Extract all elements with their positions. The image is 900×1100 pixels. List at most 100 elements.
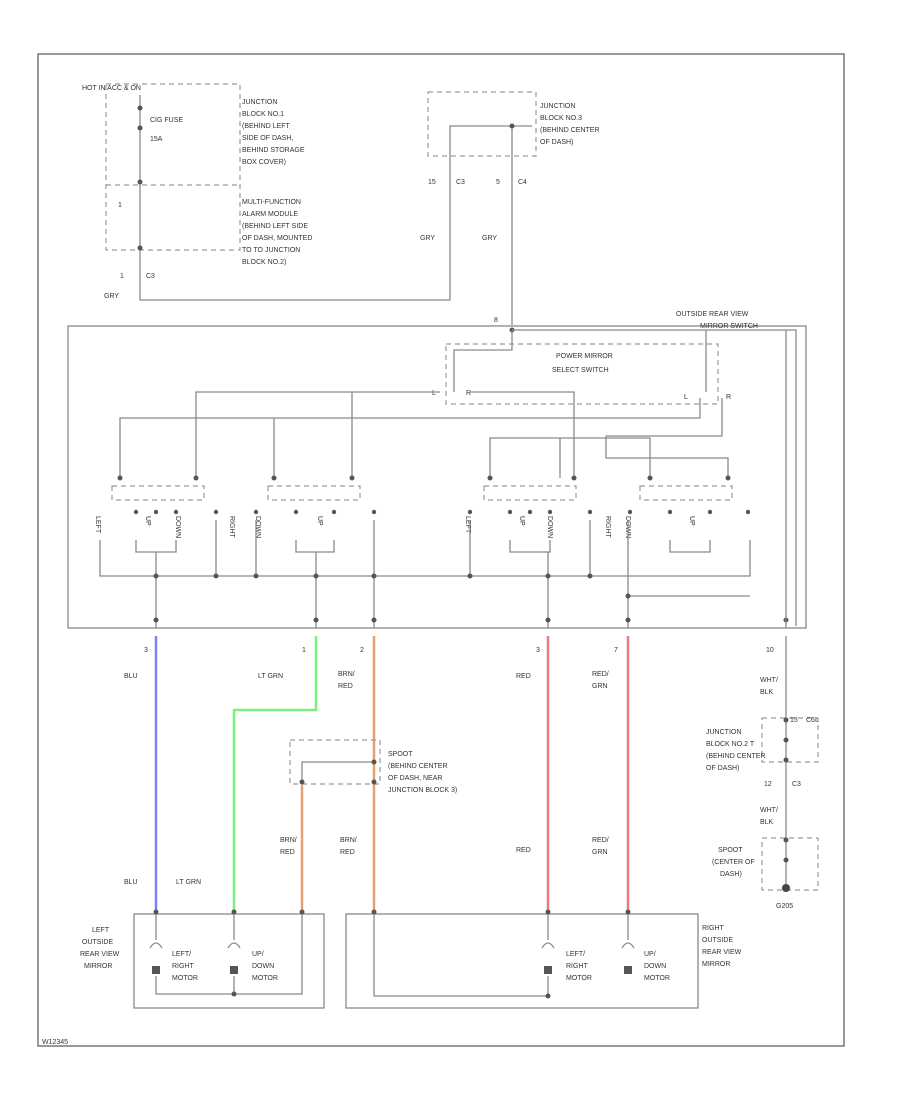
contact-dot: [271, 475, 277, 481]
jb2-text-0: JUNCTION: [706, 729, 741, 736]
out5-wire-0: RED/: [592, 671, 609, 678]
contact-tap: [295, 540, 335, 553]
lower-wire-brnred-mid-0: BRN/: [340, 837, 357, 844]
contact-label: UP: [316, 516, 323, 526]
out1-pin: 3: [144, 647, 148, 654]
right-mirror-label-3: MIRROR: [702, 961, 730, 968]
out6-wire-1: BLK: [760, 689, 774, 696]
right-motor2-1: DOWN: [644, 963, 666, 970]
left-motor1-0: LEFT/: [172, 951, 191, 958]
select-left-l: L: [432, 390, 436, 397]
fuse-feed-wire: [139, 95, 451, 301]
left-mirror-label-0: LEFT: [92, 927, 110, 934]
mfam-text-4: TO TO JUNCTION: [242, 247, 300, 254]
jb1-output-wire: GRY: [104, 293, 119, 300]
switch-ground-bus: [99, 540, 751, 577]
jb1-output-connector: C3: [146, 273, 155, 280]
jb2-text-1: BLOCK NO.2 T: [706, 741, 755, 748]
out5-pin: 7: [614, 647, 618, 654]
ground-symbol: [782, 884, 790, 892]
jb2-text-3: OF DASH): [706, 765, 739, 772]
out1-wire: BLU: [124, 673, 138, 680]
ground-splice-text-0: SPOOT: [718, 847, 743, 854]
ground-wire-1: BLK: [760, 819, 774, 826]
output-dot: [153, 617, 159, 623]
contact-dot: [627, 509, 633, 515]
left-motor2-coil: [227, 942, 241, 949]
splice-outline: [289, 739, 381, 785]
lower-wire-blu: BLU: [124, 879, 138, 886]
contact-group-3: [483, 485, 577, 501]
footer-code: W12345: [42, 1039, 68, 1046]
contact-dot: [745, 509, 751, 515]
left-motor1-1: RIGHT: [172, 963, 195, 970]
mfam-text-3: OF DASH, MOUNTED: [242, 235, 312, 242]
jb1-text-4: BEHIND STORAGE: [242, 147, 305, 154]
output-dot: [313, 617, 319, 623]
lower-wire-brnred-mid-1: RED: [340, 849, 355, 856]
out3-pin: 2: [360, 647, 364, 654]
module-terminal: [137, 179, 143, 185]
ground-splice-dot: [783, 857, 789, 863]
contact-dot: [507, 509, 513, 515]
wire-ltgrn: [232, 636, 318, 912]
junction-block-2-outline: [761, 717, 819, 763]
right-mirror-common-dot: [545, 993, 551, 999]
fuse-rating: 15A: [150, 136, 163, 143]
splice-dot: [299, 779, 305, 785]
jb2-text-2: (BEHIND CENTER: [706, 753, 766, 760]
left-mirror-housing: [133, 913, 325, 1009]
bus-dot: [625, 593, 631, 599]
ground-splice-outline: [761, 837, 819, 891]
common-bus-left: [119, 398, 701, 478]
select-switch-feed-right: [512, 329, 797, 626]
ground-splice-text-1: (CENTER OF: [712, 859, 755, 866]
jb3-text-1: BLOCK NO.3: [540, 115, 582, 122]
left-mirror-label-1: OUTSIDE: [82, 939, 113, 946]
contact-dot: [371, 509, 377, 515]
contact-label: UP: [688, 516, 695, 526]
page-frame: [37, 53, 845, 1047]
right-motor2-body: [624, 966, 632, 974]
contact-dot: [571, 475, 577, 481]
left-bus-wire: [195, 391, 440, 478]
lower-wire-brnred-left-1: RED: [280, 849, 295, 856]
contact-terminals: [117, 475, 751, 515]
left-motor2-0: UP/: [252, 951, 264, 958]
jb3-wire-b: GRY: [482, 235, 497, 242]
junction-block-1-outline: [105, 83, 241, 251]
jb1-output-terminal: [137, 245, 143, 251]
contact-label: UP: [144, 516, 151, 526]
out6-pin: 10: [766, 647, 774, 654]
left-mirror-label-2: REAR VIEW: [80, 951, 120, 958]
mfam-pin: 1: [118, 202, 122, 209]
right-bus-wire-3: [605, 398, 729, 478]
contact-tap: [135, 540, 177, 553]
jb2-dot: [783, 737, 789, 743]
ground-label: G205: [776, 903, 793, 910]
switch-top-pin: 8: [494, 317, 498, 324]
contact-dot: [647, 475, 653, 481]
contact-group-1: [111, 485, 205, 501]
lower-wire-brnred-left-0: BRN/: [280, 837, 297, 844]
right-motor2-coil: [621, 942, 635, 949]
left-mirror-label-3: MIRROR: [84, 963, 112, 970]
left-mirror-terminal: [299, 909, 305, 915]
lower-wire-redgrn-1: GRN: [592, 849, 608, 856]
contact-tap: [509, 540, 551, 553]
fuse-terminal-bottom: [137, 125, 143, 131]
left-motor2-1: DOWN: [252, 963, 274, 970]
left-mirror-common: [155, 914, 303, 995]
left-mirror-terminal: [153, 909, 159, 915]
left-mirror-terminal: [231, 909, 237, 915]
lower-wire-redgrn-0: RED/: [592, 837, 609, 844]
contact-dot: [153, 509, 159, 515]
right-mirror-label-2: REAR VIEW: [702, 949, 742, 956]
splice-text-1: (BEHIND CENTER: [388, 763, 448, 770]
jb2-pin-in: 15: [790, 717, 798, 724]
out6-wire-0: WHT/: [760, 677, 778, 684]
jb1-text-5: BOX COVER): [242, 159, 286, 166]
contact-label: LEFT: [464, 516, 471, 534]
header-label: HOT IN ACC & ON: [82, 85, 141, 92]
splice-dot: [371, 779, 377, 785]
